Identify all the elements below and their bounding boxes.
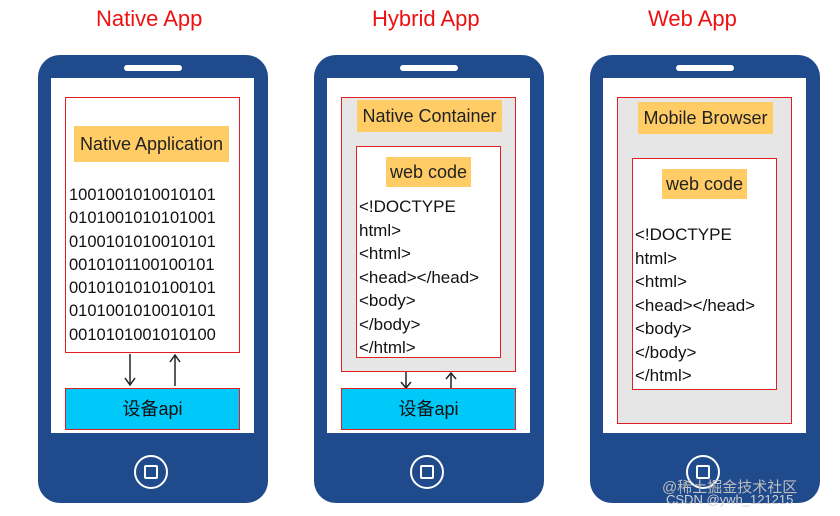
home-button-icon [410,455,444,489]
speaker-icon [124,65,182,71]
device-api-box: 设备api [65,388,240,430]
speaker-icon [676,65,734,71]
web-code-label: web code [662,169,747,199]
native-container-box: Native Container web code <!DOCTYPE html… [341,97,516,372]
hybrid-app-title: Hybrid App [372,6,480,31]
native-screen: Native Application 1001001010010101 0101… [51,78,254,433]
web-phone: Mobile Browser web code <!DOCTYPE html> … [590,55,820,503]
html-code: <!DOCTYPE html> <html> <head></head> <bo… [635,225,756,385]
web-app-title: Web App [648,6,737,31]
native-app-title: Native App [96,6,203,31]
web-code-label: web code [386,157,471,187]
web-screen: Mobile Browser web code <!DOCTYPE html> … [603,78,806,433]
native-container-label: Native Container [357,100,502,132]
native-application-label: Native Application [74,126,229,162]
api-call-arrows [400,371,457,390]
mobile-browser-box: Mobile Browser web code <!DOCTYPE html> … [617,97,792,424]
api-call-arrows [124,353,181,387]
hybrid-screen: Native Container web code <!DOCTYPE html… [327,78,530,433]
binary-code: 1001001010010101 0101001010101001 010010… [69,186,216,344]
speaker-icon [400,65,458,71]
mobile-browser-label: Mobile Browser [638,102,773,134]
home-button-icon [134,455,168,489]
device-api-box: 设备api [341,388,516,430]
native-phone: Native Application 1001001010010101 0101… [38,55,268,503]
watermark-line1: @稀土掘金技术社区 [662,479,798,496]
home-button-icon [686,455,720,489]
web-code-box: web code <!DOCTYPE html> <html> <head></… [632,158,777,390]
watermark-line2: CSDN @ywh_121215 [666,492,794,507]
native-application-box: Native Application 1001001010010101 0101… [65,97,240,353]
html-code: <!DOCTYPE html> <html> <head></head> <bo… [359,197,480,357]
hybrid-phone: Native Container web code <!DOCTYPE html… [314,55,544,503]
web-code-box: web code <!DOCTYPE html> <html> <head></… [356,146,501,358]
